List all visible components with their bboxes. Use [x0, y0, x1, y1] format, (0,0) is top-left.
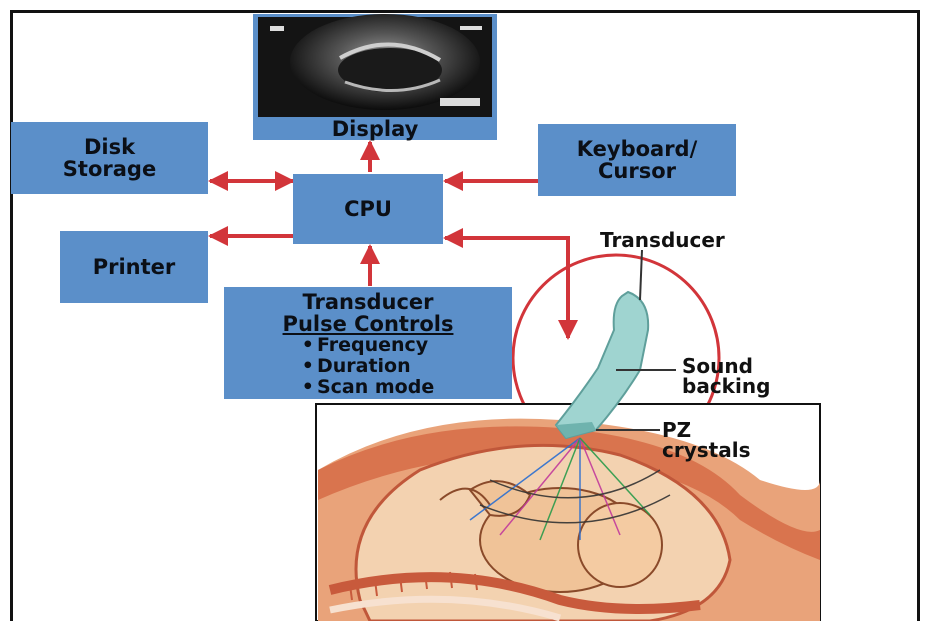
- disk-storage-line2: Storage: [63, 158, 156, 180]
- printer-label: Printer: [93, 256, 176, 278]
- printer-box: Printer: [60, 231, 208, 303]
- pulse-controls-title: Transducer: [302, 291, 433, 313]
- pz-crystals-label: PZ crystals: [662, 420, 750, 460]
- list-item: Duration: [302, 356, 434, 377]
- cpu-box: CPU: [293, 174, 443, 244]
- keyboard-cursor-box: Keyboard/ Cursor: [538, 124, 736, 196]
- cpu-label: CPU: [344, 198, 392, 220]
- pz-crystals-line2: crystals: [662, 440, 750, 460]
- pulse-controls-list: Frequency Duration Scan mode: [302, 335, 434, 398]
- pz-crystals-line1: PZ: [662, 420, 750, 440]
- keyboard-line2: Cursor: [577, 160, 698, 182]
- disk-storage-line1: Disk: [63, 136, 156, 158]
- keyboard-line1: Keyboard/: [577, 138, 698, 160]
- display-box: Display: [253, 118, 497, 140]
- list-item: Frequency: [302, 335, 434, 356]
- list-item: Scan mode: [302, 377, 434, 398]
- sound-backing-label: Sound backing: [682, 356, 770, 396]
- transducer-label: Transducer: [600, 230, 725, 250]
- disk-storage-box: Disk Storage: [11, 122, 208, 194]
- ultrasound-image: [253, 14, 497, 124]
- pulse-controls-subtitle: Pulse Controls: [283, 313, 454, 335]
- sound-backing-line1: Sound: [682, 356, 770, 376]
- pulse-controls-box: Transducer Pulse Controls Frequency Dura…: [224, 287, 512, 399]
- display-label: Display: [332, 118, 419, 140]
- sound-backing-line2: backing: [682, 376, 770, 396]
